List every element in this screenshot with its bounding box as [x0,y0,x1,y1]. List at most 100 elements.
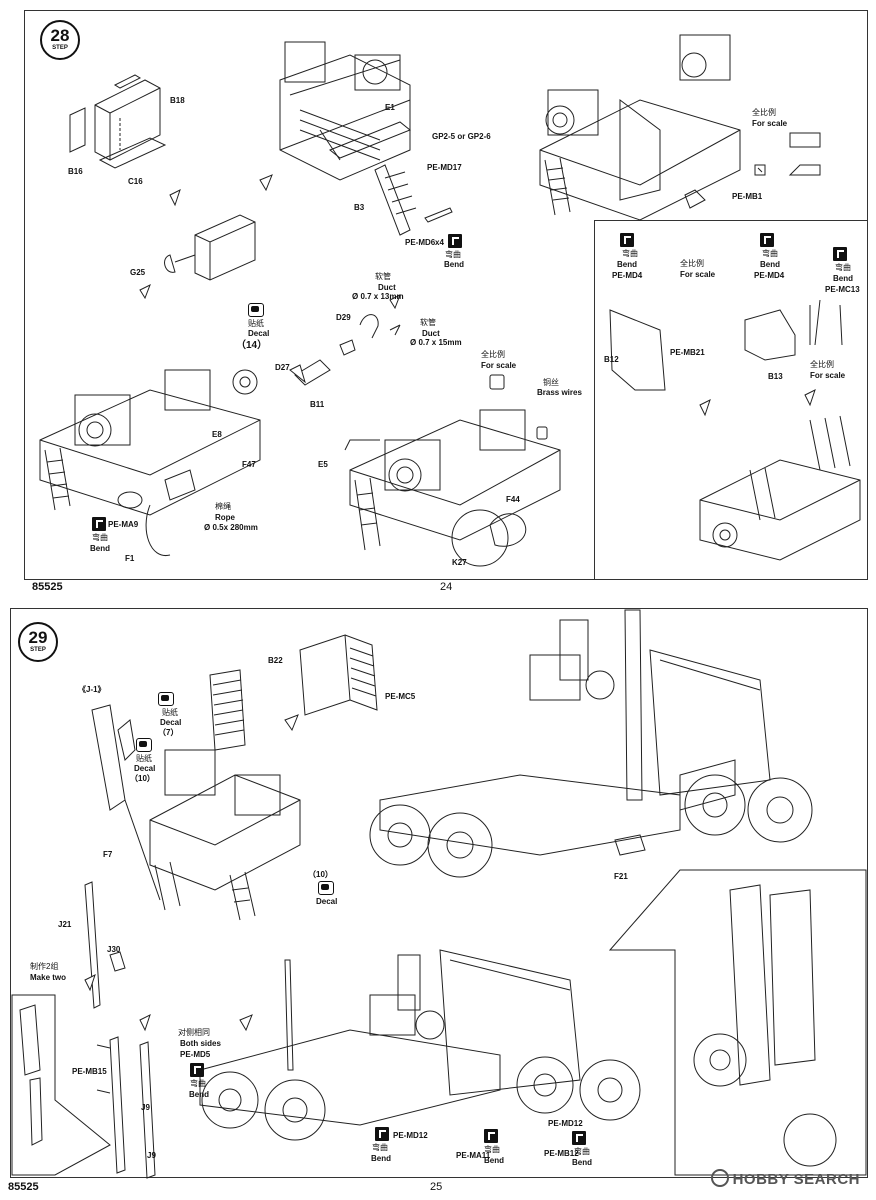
label-bend-cn-4: 弯曲 [574,1147,590,1156]
frame-e8-drawing [39,369,261,556]
inset-right-frame [608,869,867,1176]
label-decal-1: Decal [248,329,270,338]
bend-icon [572,1131,586,1145]
label-e8: E8 [212,430,222,439]
label-b11: B11 [310,400,325,409]
part-b11 [294,359,331,386]
label-pe-md17: PE-MD17 [427,163,462,172]
label-pe-md6: PE-MD6 [405,238,436,247]
inset-left-frame [11,994,111,1176]
bend-icon [760,233,774,247]
label-b3: B3 [354,203,365,212]
page-24: 28 STEP [24,10,868,593]
label-e1: E1 [385,103,395,112]
page-frame [10,608,868,1178]
ladder-parts-drawing [96,1036,156,1179]
ladder-b3-drawing [374,164,417,236]
step-word: STEP [30,647,46,653]
pe-mb1-part [684,189,706,209]
bend-icon [484,1129,498,1143]
label-pe-mb15: PE-MB15 [72,1067,107,1076]
vent-grille-drawing [209,669,246,751]
bend-icon [448,234,462,248]
label-pe-mb12: PE-MB12 [544,1149,579,1158]
bend-icon [190,1063,204,1077]
label-g25: G25 [130,268,146,277]
label-bend-4: Bend [760,260,780,269]
step-number: 28 [50,26,70,45]
frame-top-right-drawing [539,34,741,221]
label-pe-md12-2: PE-MD12 [548,1119,583,1128]
label-b12: B12 [604,355,619,364]
label-c16: C16 [128,177,143,186]
label-duct-cn-2: 软管 [420,318,436,327]
truck-lower-drawing [199,949,641,1141]
label-pe-ma11: PE-MA11 [456,1151,491,1160]
decal-icon-1 [248,303,264,317]
label-decal-10b: （10） [308,870,333,879]
decal-icon-1 [158,692,174,706]
label-e5: E5 [318,460,328,469]
label-b18: B18 [170,96,185,105]
label-bend-1: Bend [444,260,464,269]
label-pe-mc13: PE-MC13 [825,285,860,294]
page-number: 25 [430,1181,443,1193]
label-b16: B16 [68,167,83,176]
label-brass: Brass wires [537,388,582,397]
assembly-drawing [39,34,861,567]
label-bend-cn-1: 弯曲 [445,250,461,259]
bend-icon [833,247,847,261]
label-bend-2: Bend [371,1154,391,1163]
duct-hose [359,314,379,339]
label-bend-4: Bend [572,1158,592,1167]
scale-piece-1 [789,132,821,148]
step-number: 29 [28,628,48,647]
step-badge: 28 STEP [40,20,80,60]
label-f7: F7 [103,850,113,859]
label-k27: K27 [452,558,467,567]
label-both: Both sides [180,1039,221,1048]
brass-wire-2 [536,426,548,440]
bend-icon [620,233,634,247]
label-rope-cn: 棉绳 [215,502,231,511]
frame-left-drawing [91,704,301,921]
truck-upper-drawing [369,609,813,878]
watermark: HOBBY SEARCH [710,1169,860,1188]
label-pe-mb21: PE-MB21 [670,348,705,357]
label-brass-cn: 铜丝 [543,378,559,387]
label-scale-cn-2: 全比例 [481,350,505,359]
label-gp: GP2-5 or GP2-6 [432,132,491,141]
decal-icon-3 [318,881,334,895]
label-pe-mc5: PE-MC5 [385,692,416,701]
tank-b18-drawing [69,74,167,169]
label-pe-md4-2: PE-MD4 [754,271,785,280]
label-bend-5: Bend [833,274,853,283]
scale-piece-2 [754,164,766,176]
bend-icon [375,1127,389,1141]
label-pe-mb1: PE-MB1 [732,192,763,201]
label-decal-3: Decal [316,897,338,906]
label-decal-2: Decal [134,764,156,773]
label-decal-cn-2: 贴纸 [136,754,152,763]
label-decal-cn-1: 贴纸 [248,319,264,328]
label-pe-md4-1: PE-MD4 [612,271,643,280]
label-bend-cn-3: 弯曲 [622,249,638,258]
grille-b22-drawing [299,634,378,716]
frame-e1-drawing [279,41,411,181]
detail-inset-frame [594,220,868,580]
part-j21 [84,881,101,1009]
step-badge: 29 STEP [18,622,58,662]
label-duct-2: Duct [422,329,440,338]
label-duct-size-1: Ø 0.7 x 13mm [352,292,404,301]
part-j30 [109,951,126,972]
label-duct-cn-1: 软管 [375,272,391,281]
label-rope-size: Ø 0.5x 280mm [204,523,258,532]
label-bend-3: Bend [617,260,637,269]
tank-g25-drawing [164,214,256,281]
label-f21: F21 [614,872,628,881]
label-b13: B13 [768,372,783,381]
scale-piece-3 [788,164,821,176]
kit-code: 85525 [8,1181,39,1193]
label-d29: D29 [336,313,351,322]
label-j30: J30 [107,945,121,954]
